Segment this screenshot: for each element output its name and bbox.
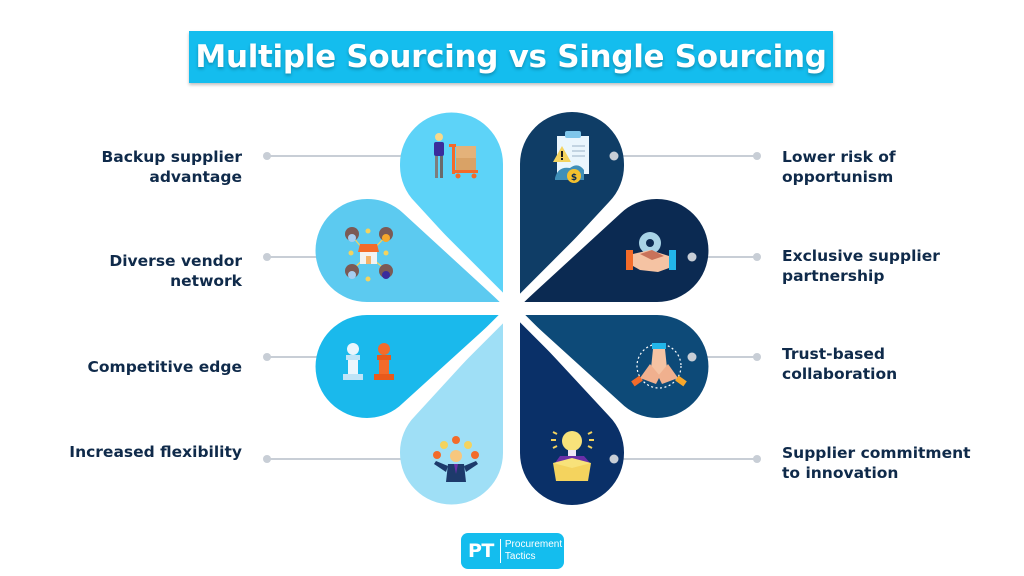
label-line: Diverse vendor — [109, 252, 242, 270]
lightbulb-box-icon — [551, 431, 594, 481]
connectors-left — [263, 151, 410, 464]
label-line: advantage — [149, 168, 242, 186]
label-line: Lower risk of — [782, 148, 896, 166]
title-banner: Multiple Sourcing vs Single Sourcing — [189, 31, 833, 83]
label-line: collaboration — [782, 365, 898, 383]
label-competitive-edge: Competitive edge — [40, 357, 242, 377]
petal-backup-supplier — [400, 112, 503, 299]
stacked-hands-icon — [631, 343, 687, 389]
label-line: Competitive edge — [87, 358, 242, 376]
petal-competitive-edge — [315, 315, 500, 418]
label-supplier-innovation: Supplier commitment to innovation — [782, 443, 1012, 483]
petal-diverse-vendor — [315, 198, 500, 302]
label-line: opportunism — [782, 168, 894, 186]
label-lower-risk: Lower risk of opportunism — [782, 147, 1002, 187]
connectors-right — [614, 152, 761, 463]
procurement-tactics-logo: PT Procurement Tactics — [461, 533, 564, 569]
logo-divider — [499, 539, 501, 563]
label-exclusive-partnership: Exclusive supplier partnership — [782, 246, 1002, 286]
logo-initials: PT — [468, 540, 494, 562]
label-line: network — [170, 272, 242, 290]
petal-lower-risk — [520, 112, 625, 298]
label-line: Supplier commitment — [782, 444, 971, 462]
vendor-network-icon — [345, 227, 393, 282]
label-backup-supplier: Backup supplier advantage — [60, 147, 242, 187]
risk-clipboard-icon: $ — [553, 131, 589, 183]
svg-text:$: $ — [571, 173, 577, 183]
petal-trust-collaboration — [524, 315, 709, 418]
petal-gaps — [376, 172, 648, 444]
label-line: Increased flexibility — [69, 443, 242, 461]
chess-pawns-icon — [343, 343, 394, 380]
label-diverse-vendor: Diverse vendor network — [60, 251, 242, 291]
label-line: partnership — [782, 267, 885, 285]
logo-line2: Tactics — [504, 551, 536, 562]
label-increased-flexibility: Increased flexibility — [40, 442, 242, 462]
label-line: Trust-based — [782, 345, 886, 363]
logo-name: Procurement Tactics — [505, 539, 562, 563]
handshake-gear-icon — [626, 232, 676, 272]
logo-line1: Procurement — [504, 539, 563, 550]
petal-flexibility — [399, 320, 503, 505]
label-line: Backup supplier — [101, 148, 242, 166]
petal-innovation — [520, 320, 625, 505]
label-line: Exclusive supplier — [782, 247, 940, 265]
label-trust-collaboration: Trust-based collaboration — [782, 344, 1002, 384]
petal-exclusive-partnership — [524, 198, 709, 302]
worker-with-cart-icon — [434, 133, 478, 179]
page-title: Multiple Sourcing vs Single Sourcing — [195, 39, 827, 75]
label-line: to innovation — [782, 464, 899, 482]
juggler-icon — [433, 436, 479, 482]
